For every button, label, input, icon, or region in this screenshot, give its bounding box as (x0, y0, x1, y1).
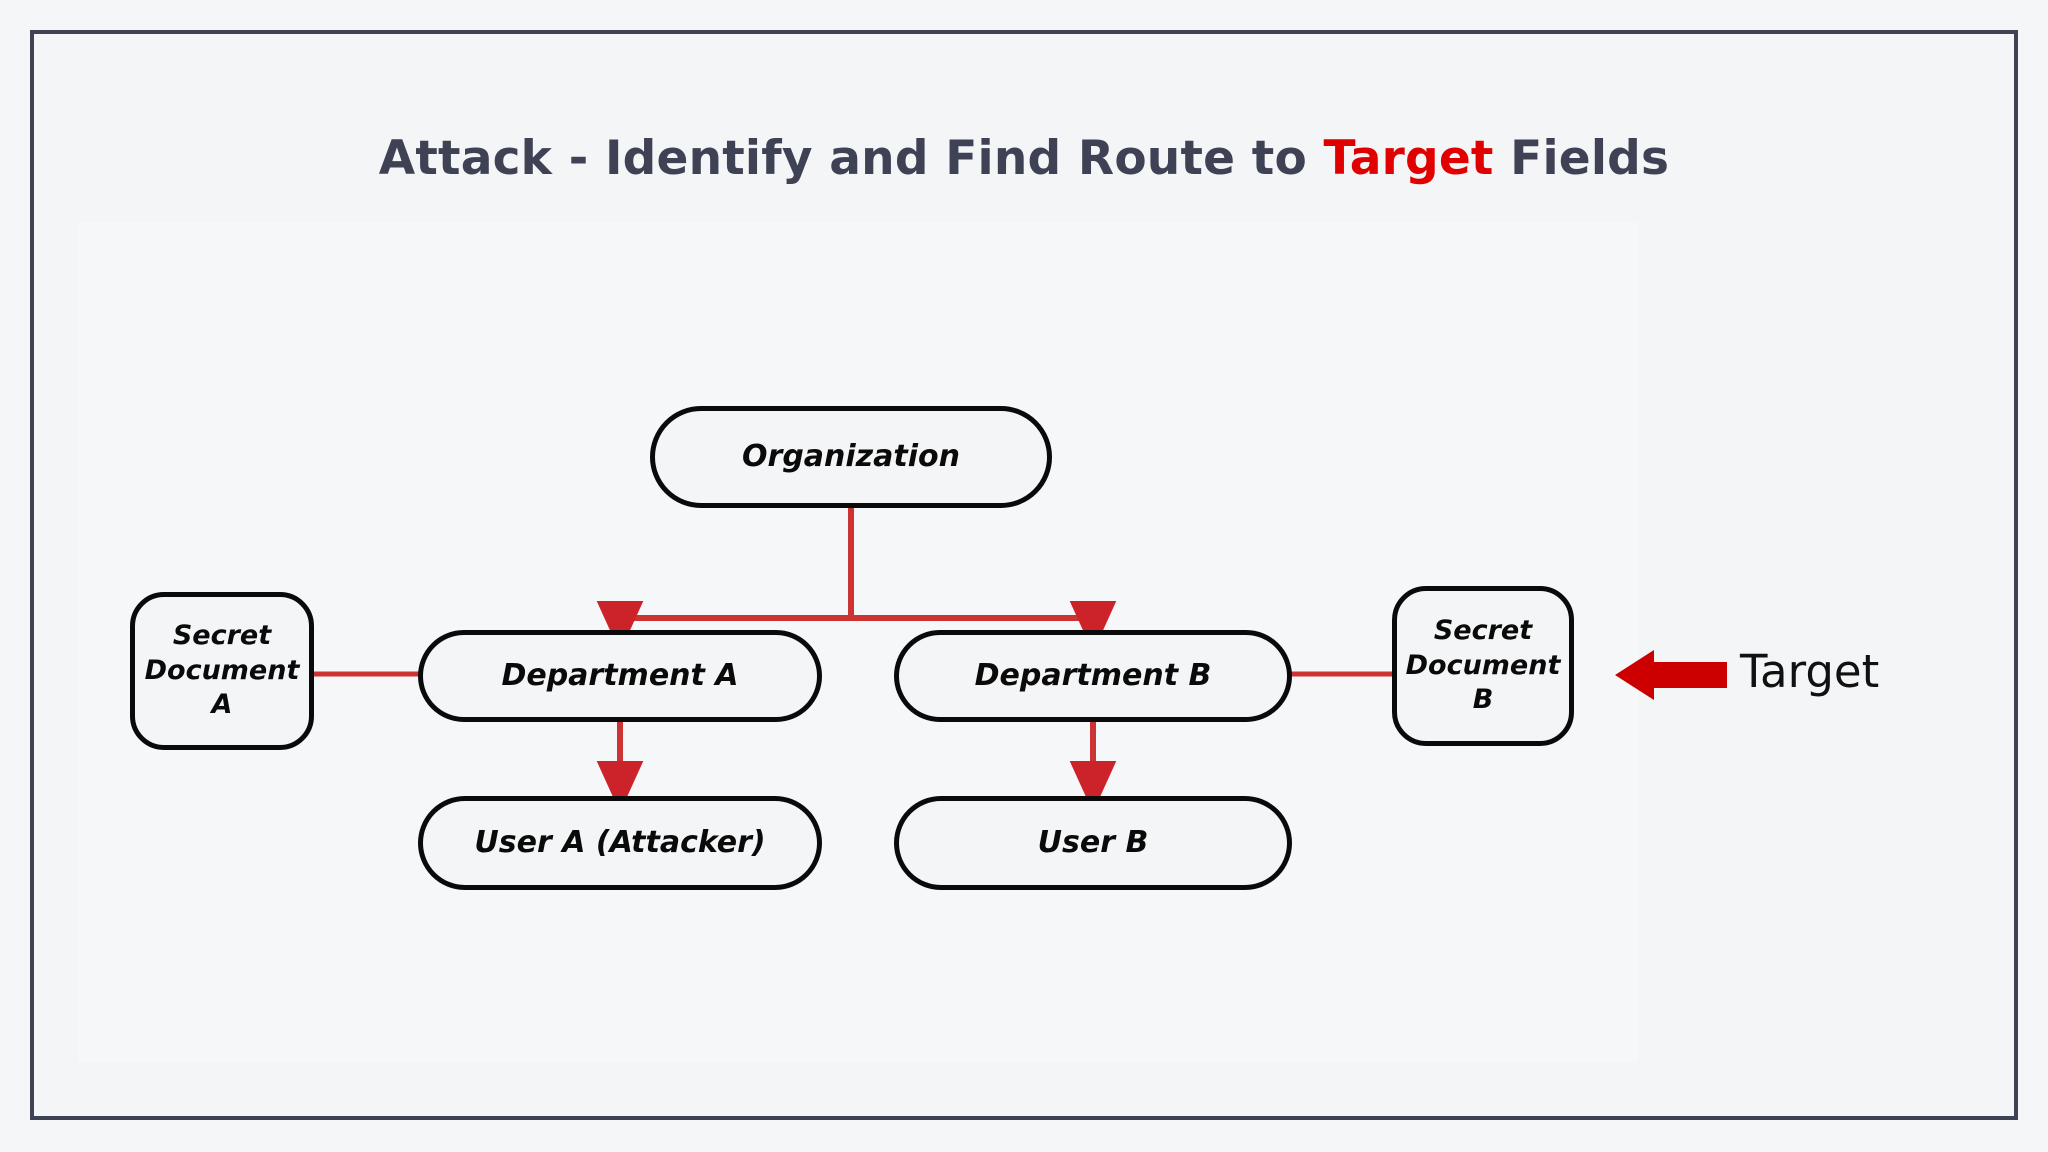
node-secret-document-b-label: Secret Document B (1406, 614, 1561, 718)
target-annotation-label: Target (1740, 645, 1880, 698)
node-user-a[interactable]: User A (Attacker) (418, 796, 822, 890)
page-title-prefix: Attack - Identify and Find Route to (378, 131, 1324, 186)
doc-a-line-2: Document (144, 654, 300, 686)
page-title-accent: Target (1323, 131, 1494, 186)
node-department-b[interactable]: Department B (894, 630, 1292, 722)
doc-b-line-2: Document (1405, 649, 1561, 681)
page-title-suffix: Fields (1493, 131, 1670, 186)
node-department-a[interactable]: Department A (418, 630, 822, 722)
node-secret-document-a[interactable]: Secret Document A (130, 592, 314, 750)
node-organization[interactable]: Organization (650, 406, 1052, 508)
doc-a-line-1: Secret (172, 620, 272, 652)
node-secret-document-a-label: Secret Document A (145, 619, 300, 723)
doc-b-line-3: B (1472, 684, 1494, 716)
node-user-b[interactable]: User B (894, 796, 1292, 890)
doc-b-line-1: Secret (1433, 615, 1533, 647)
doc-a-line-3: A (211, 689, 233, 721)
node-secret-document-b[interactable]: Secret Document B (1392, 586, 1574, 746)
slide-frame (30, 30, 2018, 1120)
page-title: Attack - Identify and Find Route to Targ… (0, 131, 2048, 186)
